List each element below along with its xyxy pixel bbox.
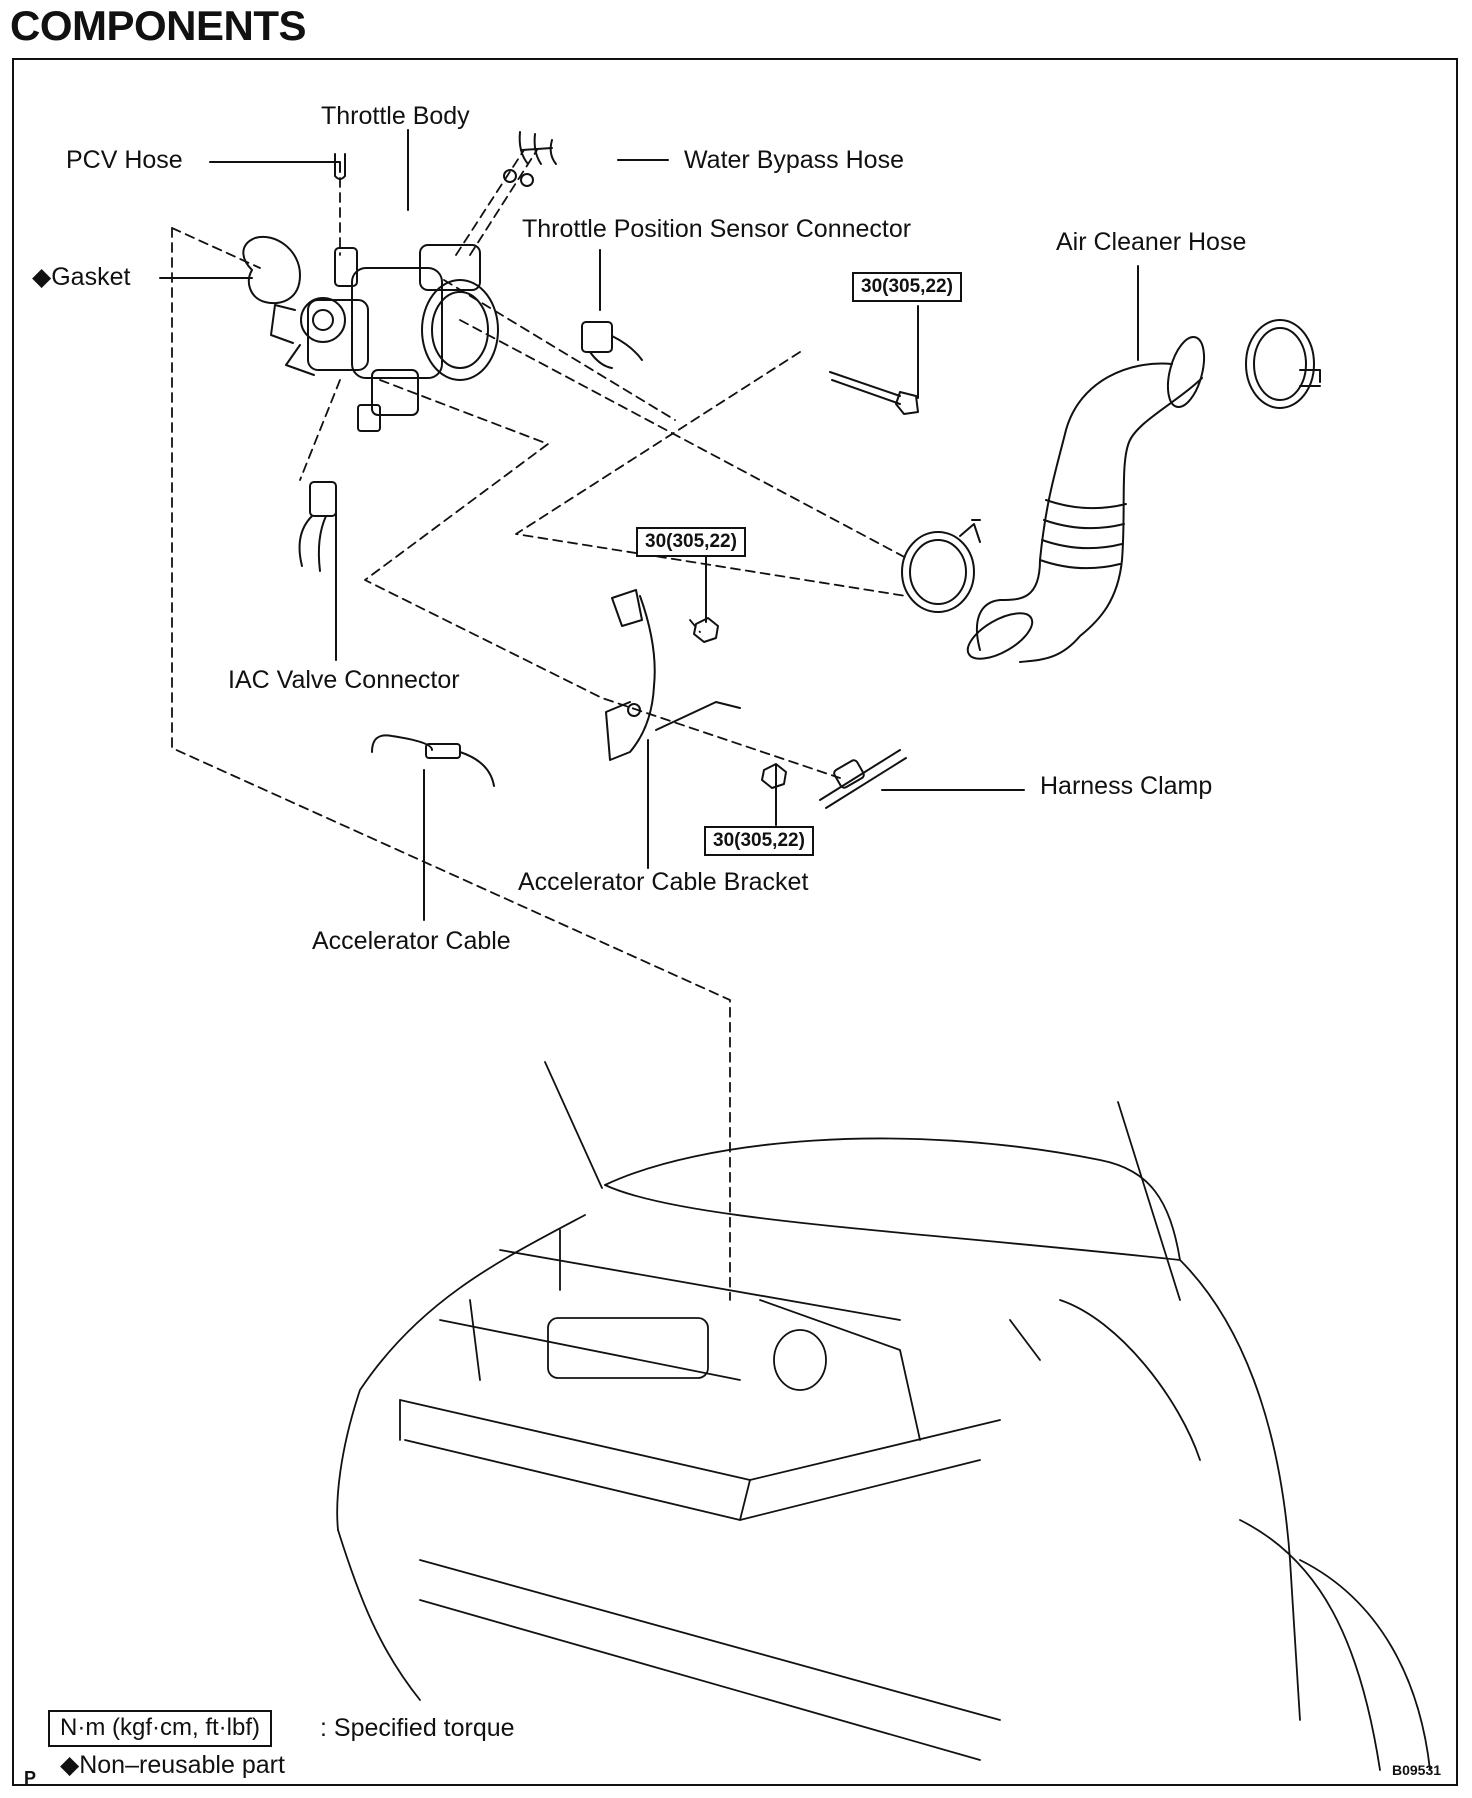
accelerator-cable-shape	[371, 734, 495, 787]
nut-shapes	[693, 617, 787, 789]
hose-clamp-shapes	[901, 319, 1321, 613]
bolt-shape	[829, 371, 919, 415]
legend-torque-units: N·m (kgf·cm, ft·lbf)	[48, 1710, 272, 1747]
non-reusable-icon: ◆	[32, 263, 52, 291]
leader-lines	[159, 129, 1139, 921]
label-gasket: ◆Gasket	[32, 265, 130, 290]
label-water-bypass-hose: Water Bypass Hose	[684, 146, 904, 174]
torque-value-nut-lower: 30(305,22)	[704, 826, 814, 856]
alignment-lines	[171, 149, 911, 1301]
label-throttle-position-sensor-connector: Throttle Position Sensor Connector	[522, 215, 912, 243]
throttle-body-assembly	[270, 244, 499, 432]
label-accelerator-cable-bracket: Accelerator Cable Bracket	[518, 868, 809, 896]
label-throttle-body: Throttle Body	[321, 102, 470, 130]
page-title: COMPONENTS	[10, 2, 307, 49]
page-mark: P	[24, 1768, 37, 1788]
torque-value-bolt: 30(305,22)	[852, 272, 962, 302]
harness-clamp-shape	[819, 749, 907, 809]
accelerator-bracket-shape	[605, 589, 741, 761]
iac-connector-shape	[298, 481, 337, 572]
torque-value-nut-upper: 30(305,22)	[636, 527, 746, 557]
label-iac-valve-connector: IAC Valve Connector	[228, 666, 460, 694]
tps-connector-shape	[581, 321, 643, 369]
figure-code: B09531	[1392, 1762, 1442, 1778]
label-gasket-text: Gasket	[51, 263, 131, 291]
air-cleaner-hose-shape	[966, 335, 1206, 663]
legend-torque-description: : Specified torque	[320, 1714, 515, 1742]
diagram-frame	[12, 58, 1458, 1786]
label-air-cleaner-hose: Air Cleaner Hose	[1056, 228, 1247, 256]
label-pcv-hose: PCV Hose	[66, 146, 183, 174]
vehicle-front-illustration	[336, 1061, 1431, 1771]
legend-non-reusable-note: ◆Non–reusable part	[60, 1751, 285, 1779]
label-harness-clamp: Harness Clamp	[1040, 772, 1213, 800]
label-accelerator-cable: Accelerator Cable	[312, 927, 511, 955]
gasket-shape	[242, 235, 301, 305]
pcv-hose-shape	[334, 153, 346, 180]
water-bypass-hose-shape	[503, 131, 557, 187]
